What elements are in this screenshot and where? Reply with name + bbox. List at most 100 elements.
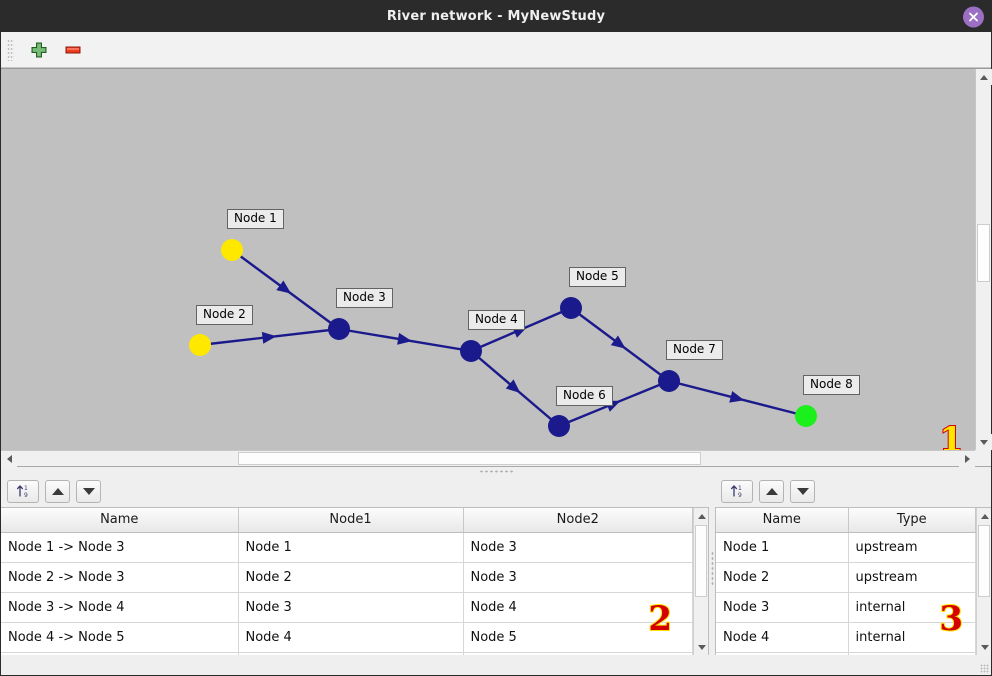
graph-node[interactable]: [658, 370, 680, 392]
graph-node-label[interactable]: Node 8: [803, 375, 860, 395]
svg-text:9: 9: [738, 492, 742, 499]
table-cell[interactable]: upstream: [848, 532, 976, 563]
table-cell[interactable]: internal: [848, 622, 976, 653]
graph-node-label[interactable]: Node 2: [196, 305, 253, 325]
table-cell[interactable]: internal: [848, 592, 976, 623]
graph-node-label[interactable]: Node 1: [227, 209, 284, 229]
links-table-column-header[interactable]: Node1: [238, 508, 464, 533]
svg-text:1: 1: [24, 485, 28, 492]
delete-minus-icon[interactable]: [62, 39, 84, 61]
arrow-down-icon[interactable]: [790, 479, 815, 503]
scroll-up-arrow-icon[interactable]: [977, 508, 991, 524]
horizontal-splitter[interactable]: [1, 466, 991, 475]
graph-edge-arrow-icon: [276, 280, 292, 294]
sort-ascending-icon[interactable]: 1 9: [721, 479, 753, 503]
graph-node-label[interactable]: Node 3: [336, 288, 393, 308]
links-table-toolbar: 1 9: [1, 475, 709, 507]
window-bottom-strip: [1, 661, 991, 675]
scroll-down-arrow-icon[interactable]: [977, 639, 991, 655]
scroll-down-arrow-icon[interactable]: [976, 434, 992, 450]
table-cell[interactable]: Node 4: [716, 622, 849, 653]
graph-node[interactable]: [460, 340, 482, 362]
graph-node[interactable]: [189, 334, 211, 356]
links-table-column-header[interactable]: Node2: [463, 508, 693, 533]
table-cell[interactable]: Node 4: [463, 592, 693, 623]
arrow-down-icon[interactable]: [76, 479, 101, 503]
links-table-column-header[interactable]: Name: [1, 508, 239, 533]
table-cell[interactable]: Node 4: [238, 622, 464, 653]
table-cell[interactable]: Node 3: [716, 592, 849, 623]
table-cell[interactable]: Node 1 -> Node 3: [1, 532, 239, 563]
arrow-up-icon[interactable]: [759, 479, 784, 503]
graph-vertical-scrollbar[interactable]: [975, 69, 992, 450]
links-vscroll-thumb[interactable]: [695, 525, 707, 597]
sort-ascending-icon[interactable]: 1 9: [7, 479, 39, 503]
graph-node-label[interactable]: Node 6: [556, 386, 613, 406]
scroll-up-arrow-icon[interactable]: [694, 508, 708, 524]
graph-vscroll-thumb[interactable]: [977, 224, 990, 282]
table-cell-empty: [463, 652, 693, 655]
graph-node-label[interactable]: Node 4: [468, 310, 525, 330]
toolbar-drag-handle[interactable]: [7, 38, 14, 61]
graph-node-layer: [189, 239, 817, 437]
river-network-graph-panel[interactable]: Node 1 Node 2 Node 3 Node 4 Node 5 Node 6 Node…: [1, 68, 992, 467]
graph-hscroll-thumb[interactable]: [238, 452, 701, 465]
graph-node[interactable]: [560, 297, 582, 319]
table-cell[interactable]: Node 2: [716, 562, 849, 593]
scroll-right-arrow-icon[interactable]: [959, 451, 975, 467]
links-table-vertical-scrollbar[interactable]: [693, 508, 708, 655]
scroll-up-arrow-icon[interactable]: [976, 69, 992, 85]
vertical-splitter[interactable]: [709, 475, 715, 661]
scroll-down-arrow-icon[interactable]: [694, 639, 708, 655]
table-cell-empty: [238, 652, 464, 655]
splitter-grip: [710, 551, 714, 585]
graph-horizontal-scrollbar[interactable]: [1, 450, 975, 467]
nodes-table-vertical-scrollbar[interactable]: [976, 508, 991, 655]
table-cell[interactable]: Node 4 -> Node 5: [1, 622, 239, 653]
add-plus-icon[interactable]: [28, 39, 50, 61]
table-cell[interactable]: Node 3: [238, 592, 464, 623]
graph-node[interactable]: [548, 415, 570, 437]
window-title: River network - MyNewStudy: [386, 9, 606, 24]
table-cell[interactable]: Node 2: [238, 562, 464, 593]
table-cell[interactable]: upstream: [848, 562, 976, 593]
graph-node[interactable]: [795, 405, 817, 427]
graph-node[interactable]: [221, 239, 243, 261]
arrow-up-icon[interactable]: [45, 479, 70, 503]
network-graph-canvas[interactable]: [1, 69, 977, 452]
table-cell[interactable]: Node 3: [463, 562, 693, 593]
graph-node-label[interactable]: Node 5: [569, 267, 626, 287]
table-cell[interactable]: Node 2 -> Node 3: [1, 562, 239, 593]
scroll-left-arrow-icon[interactable]: [1, 451, 17, 467]
nodes-table-column-header[interactable]: Name: [716, 508, 849, 533]
table-cell[interactable]: Node 3: [463, 532, 693, 563]
nodes-vscroll-thumb[interactable]: [978, 525, 990, 597]
graph-node-label[interactable]: Node 7: [666, 340, 723, 360]
resize-grip[interactable]: [980, 664, 989, 673]
table-cell[interactable]: Node 1: [238, 532, 464, 563]
table-cell[interactable]: Node 5: [463, 622, 693, 653]
table-cell[interactable]: Node 3 -> Node 4: [1, 592, 239, 623]
title-bar: River network - MyNewStudy: [1, 1, 991, 32]
table-cell[interactable]: Node 1: [716, 532, 849, 563]
close-icon[interactable]: [963, 6, 984, 27]
graph-node[interactable]: [328, 318, 350, 340]
nodes-table-column-header[interactable]: Type: [848, 508, 976, 533]
